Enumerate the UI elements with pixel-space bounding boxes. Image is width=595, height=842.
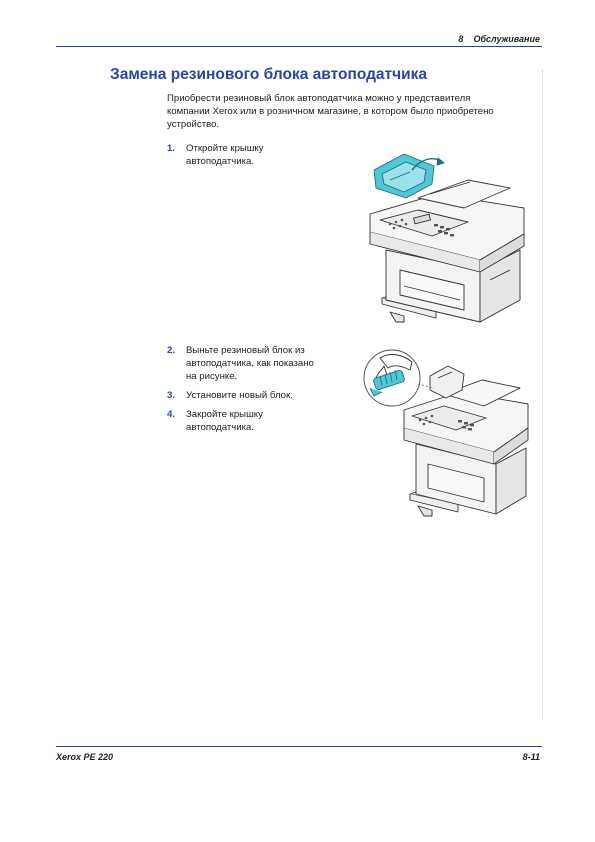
step-text-line: Откройте крышку [186, 143, 264, 154]
step-text: Откройте крышку автоподатчика. [186, 143, 264, 169]
page-number: 8-11 [522, 752, 540, 762]
step-number: 1. [167, 143, 176, 154]
step-number: 2. [167, 345, 176, 356]
margin-rule [542, 70, 543, 720]
footer-product: Xerox PE 220 [56, 752, 114, 762]
step-text: Закройте крышку автоподатчика. [186, 409, 263, 435]
step-text: Установите новый блок. [186, 390, 293, 403]
step-text-line: автоподатчика, как показано [186, 357, 314, 369]
step-text-line: Закройте крышку [186, 409, 263, 420]
section-title: Замена резинового блока автоподатчика [110, 66, 428, 83]
step-text: Выньте резиновый блок из автоподатчика, … [186, 345, 314, 383]
step-text-line: Установите новый блок. [186, 390, 293, 401]
step-text-line: автоподатчика. [186, 155, 255, 167]
printer-open-adf-illustration [369, 153, 525, 323]
step-text-line: автоподатчика. [186, 421, 255, 433]
footer-rule [56, 746, 542, 747]
step-number: 3. [167, 390, 176, 401]
step-text-line: Выньте резиновый блок из [186, 345, 305, 356]
step-text-line: на рисунке. [186, 370, 238, 382]
header-rule [56, 46, 542, 47]
chapter-title: Обслуживание [473, 34, 540, 44]
intro-line: Приобрести резиновый блок автоподатчика … [167, 93, 471, 104]
intro-paragraph: Приобрести резиновый блок автоподатчика … [167, 93, 539, 131]
intro-line: устройство. [167, 118, 220, 130]
running-header: 8 Обслуживание [458, 34, 540, 44]
chapter-number: 8 [458, 34, 464, 44]
intro-line: компании Xerox или в розничном магазине,… [167, 105, 494, 117]
step-number: 4. [167, 409, 176, 420]
printer-roller-removal-illustration [363, 349, 529, 517]
